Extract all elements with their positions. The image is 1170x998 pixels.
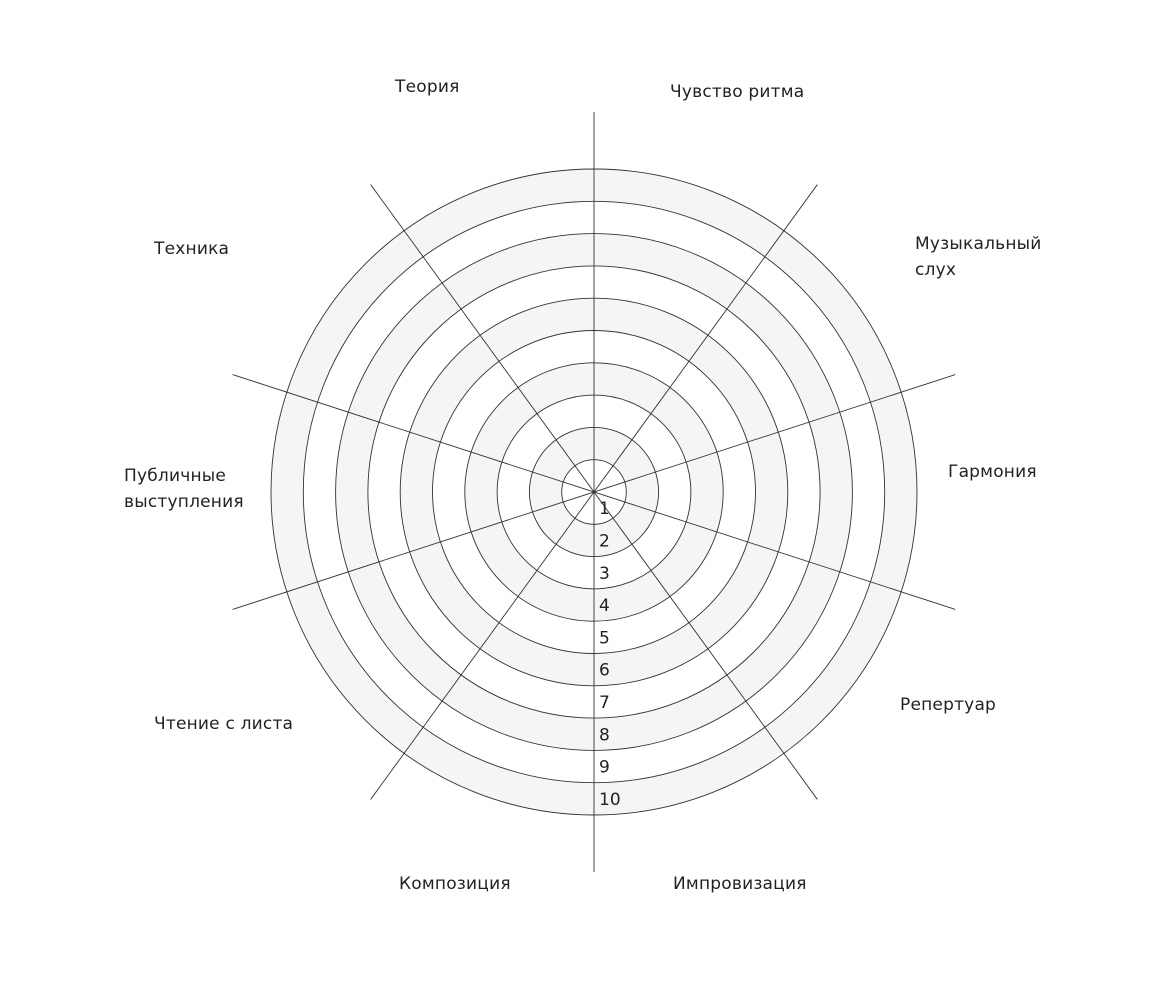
- level-label-5: 5: [599, 628, 610, 648]
- category-label-rhythm: Чувство ритма: [670, 82, 805, 102]
- level-label-7: 7: [599, 693, 610, 713]
- level-label-6: 6: [599, 661, 610, 681]
- category-label-ear: Музыкальный слух: [915, 234, 1042, 280]
- category-label-harmony: Гармония: [948, 462, 1037, 482]
- spoke-5: [370, 184, 818, 800]
- category-label-composition: Композиция: [399, 874, 511, 894]
- category-label-theory: Теория: [395, 77, 460, 97]
- category-label-repertoire: Репертуар: [900, 695, 997, 715]
- level-label-10: 10: [599, 790, 621, 810]
- level-label-3: 3: [599, 564, 610, 584]
- level-label-2: 2: [599, 531, 610, 551]
- category-label-public-performance: Публичные выступления: [124, 466, 244, 512]
- wheel-spokes: [232, 112, 956, 872]
- category-label-technique: Техника: [154, 239, 230, 259]
- category-label-sight-reading: Чтение с листа: [154, 714, 294, 734]
- level-label-8: 8: [599, 725, 610, 745]
- level-label-1: 1: [599, 499, 610, 519]
- level-label-4: 4: [599, 596, 610, 616]
- category-label-improvisation: Импровизация: [673, 874, 807, 894]
- level-scale: 1 2 3 4 5 6 7 8 9 10: [599, 499, 621, 810]
- level-label-9: 9: [599, 758, 610, 778]
